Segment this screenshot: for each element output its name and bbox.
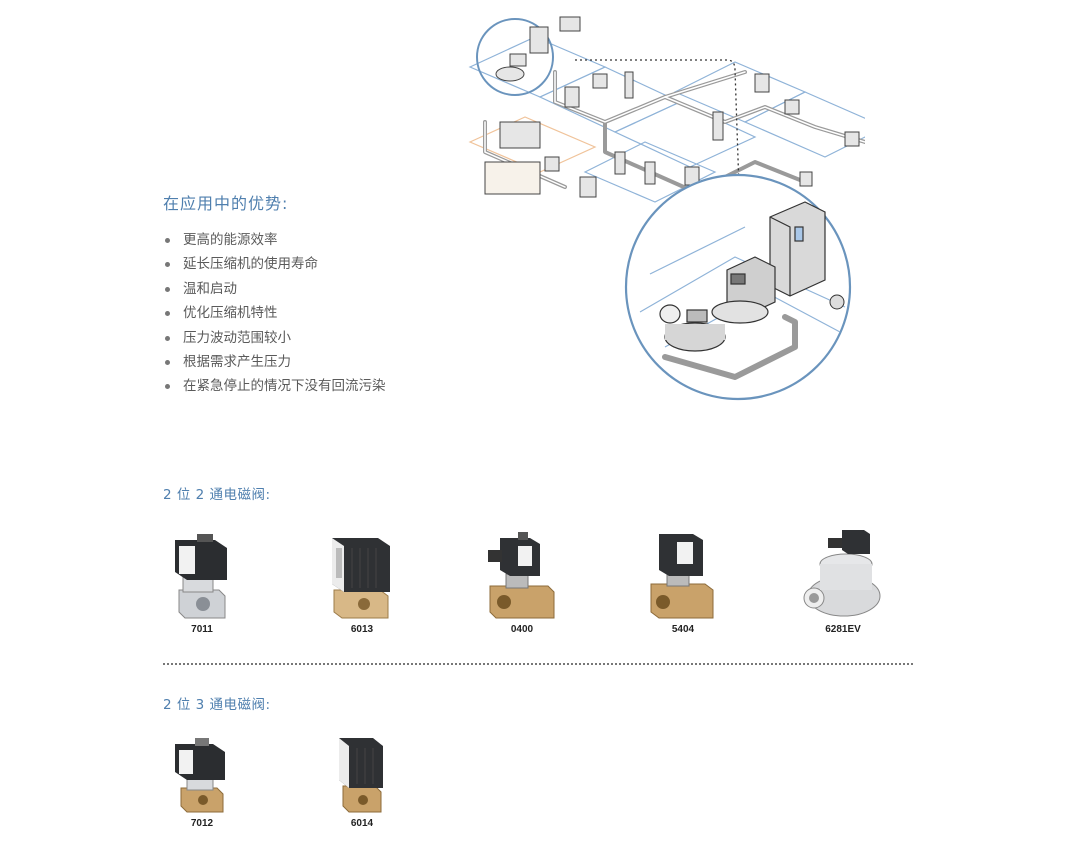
- list-item: 压力波动范围较小: [163, 326, 483, 350]
- solenoid-valve-icon: [488, 532, 555, 619]
- product-label: 0400: [510, 624, 534, 635]
- product-6281EV[interactable]: 6281EV: [788, 524, 898, 635]
- product-label: 7011: [191, 624, 213, 635]
- three-way-valves-title: 2 位 3 通电磁阀:: [163, 697, 271, 713]
- solenoid-valve-icon: [650, 534, 714, 619]
- product-label: 6014: [350, 818, 374, 829]
- list-item: 在紧急停止的情况下没有回流污染: [163, 374, 483, 398]
- list-item: 优化压缩机特性: [163, 301, 483, 325]
- compressed-air-system-diagram: [465, 12, 887, 404]
- two-way-valves-title: 2 位 2 通电磁阀:: [163, 487, 271, 503]
- list-item: 根据需求产生压力: [163, 350, 483, 374]
- list-item: 温和启动: [163, 277, 483, 301]
- product-6013[interactable]: 6013: [307, 530, 417, 635]
- advantages-section: 在应用中的优势: 更高的能源效率 延长压缩机的使用寿命 温和启动 优化压缩机特性…: [163, 190, 483, 399]
- solenoid-valve-icon: [339, 738, 383, 813]
- product-label: 7012: [190, 818, 214, 829]
- solenoid-valve-icon: [175, 534, 227, 619]
- product-7012[interactable]: 7012: [147, 734, 257, 829]
- solenoid-valve-icon: [175, 738, 225, 813]
- product-6014[interactable]: 6014: [307, 732, 417, 829]
- advantages-title: 在应用中的优势:: [163, 194, 289, 213]
- product-label: 5404: [671, 624, 695, 635]
- advantages-list: 更高的能源效率 延长压缩机的使用寿命 温和启动 优化压缩机特性 压力波动范围较小…: [163, 228, 483, 399]
- product-label: 6013: [350, 624, 374, 635]
- solenoid-valve-icon: [803, 530, 881, 617]
- list-item: 更高的能源效率: [163, 228, 483, 252]
- solenoid-valve-icon: [332, 538, 390, 619]
- product-7011[interactable]: 7011: [147, 530, 257, 635]
- section-divider: [163, 663, 913, 665]
- product-0400[interactable]: 0400: [467, 530, 577, 635]
- product-5404[interactable]: 5404: [628, 530, 738, 635]
- product-label: 6281EV: [825, 624, 861, 635]
- list-item: 延长压缩机的使用寿命: [163, 252, 483, 276]
